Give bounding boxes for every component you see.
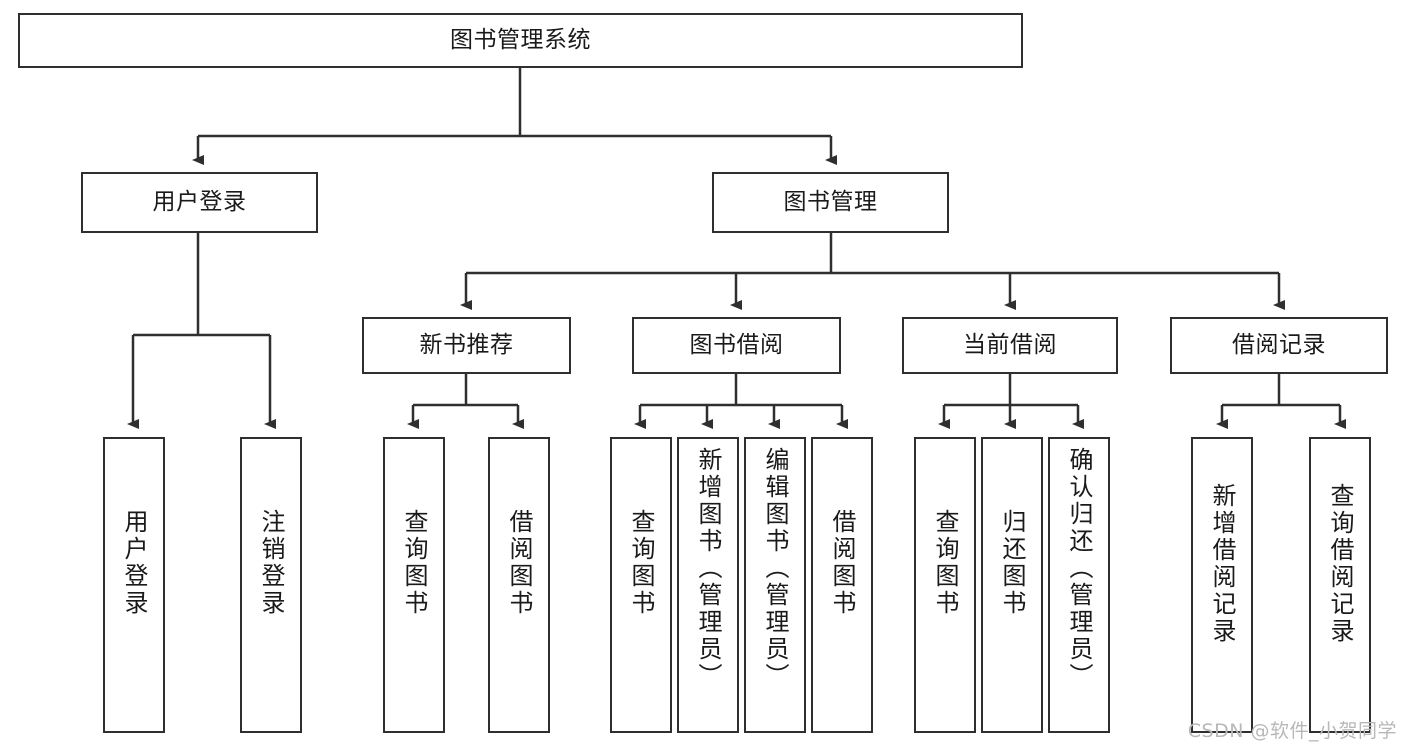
leaf-borrow-book-recommend[interactable]: 借阅图书 (488, 437, 550, 733)
leaf-query-book-current[interactable]: 查询图书 (914, 437, 976, 733)
node-label: 用户登录 (152, 189, 247, 216)
leaf-query-book-recommend[interactable]: 查询图书 (383, 437, 445, 733)
node-label: 图书管理 (783, 189, 878, 216)
node-user-login[interactable]: 用户登录 (81, 172, 318, 233)
node-label: 查询图书 (931, 509, 959, 617)
leaf-logout-login[interactable]: 注销登录 (240, 437, 302, 733)
leaf-return-book[interactable]: 归还图书 (981, 437, 1043, 733)
node-book-borrow[interactable]: 图书借阅 (632, 317, 841, 374)
node-borrow-record[interactable]: 借阅记录 (1170, 317, 1388, 374)
node-book-management[interactable]: 图书管理 (712, 172, 949, 233)
leaf-user-login[interactable]: 用户登录 (103, 437, 165, 733)
node-new-book-recommend[interactable]: 新书推荐 (362, 317, 571, 374)
node-label: 查询借阅记录 (1326, 483, 1354, 645)
leaf-add-borrow-record[interactable]: 新增借阅记录 (1191, 437, 1253, 733)
node-label: 用户登录 (120, 509, 148, 617)
node-label: 新增图书（管理员） (694, 447, 722, 690)
leaf-edit-book-admin[interactable]: 编辑图书（管理员） (744, 437, 806, 733)
node-label: 编辑图书（管理员） (761, 447, 789, 690)
node-label: 图书借阅 (689, 332, 784, 359)
node-label: 归还图书 (998, 509, 1026, 617)
node-label: 注销登录 (257, 509, 285, 617)
node-label: 借阅记录 (1232, 332, 1326, 359)
node-label: 查询图书 (627, 509, 655, 617)
node-book-management-system[interactable]: 图书管理系统 (18, 13, 1023, 68)
node-label: 当前借阅 (963, 332, 1057, 359)
leaf-query-book-borrow[interactable]: 查询图书 (610, 437, 672, 733)
watermark: CSDN @软件_小贺同学 (1187, 720, 1397, 742)
leaf-query-borrow-record[interactable]: 查询借阅记录 (1309, 437, 1371, 733)
node-current-borrow[interactable]: 当前借阅 (902, 317, 1118, 374)
node-label: 确认归还（管理员） (1065, 447, 1093, 690)
node-label: 图书管理系统 (450, 27, 591, 54)
node-label: 查询图书 (400, 509, 428, 617)
node-label: 借阅图书 (505, 509, 533, 617)
leaf-borrow-book-borrow[interactable]: 借阅图书 (811, 437, 873, 733)
leaf-confirm-return-admin[interactable]: 确认归还（管理员） (1048, 437, 1110, 733)
node-label: 借阅图书 (828, 509, 856, 617)
leaf-add-book-admin[interactable]: 新增图书（管理员） (677, 437, 739, 733)
node-label: 新增借阅记录 (1208, 483, 1236, 645)
node-label: 新书推荐 (419, 332, 514, 359)
